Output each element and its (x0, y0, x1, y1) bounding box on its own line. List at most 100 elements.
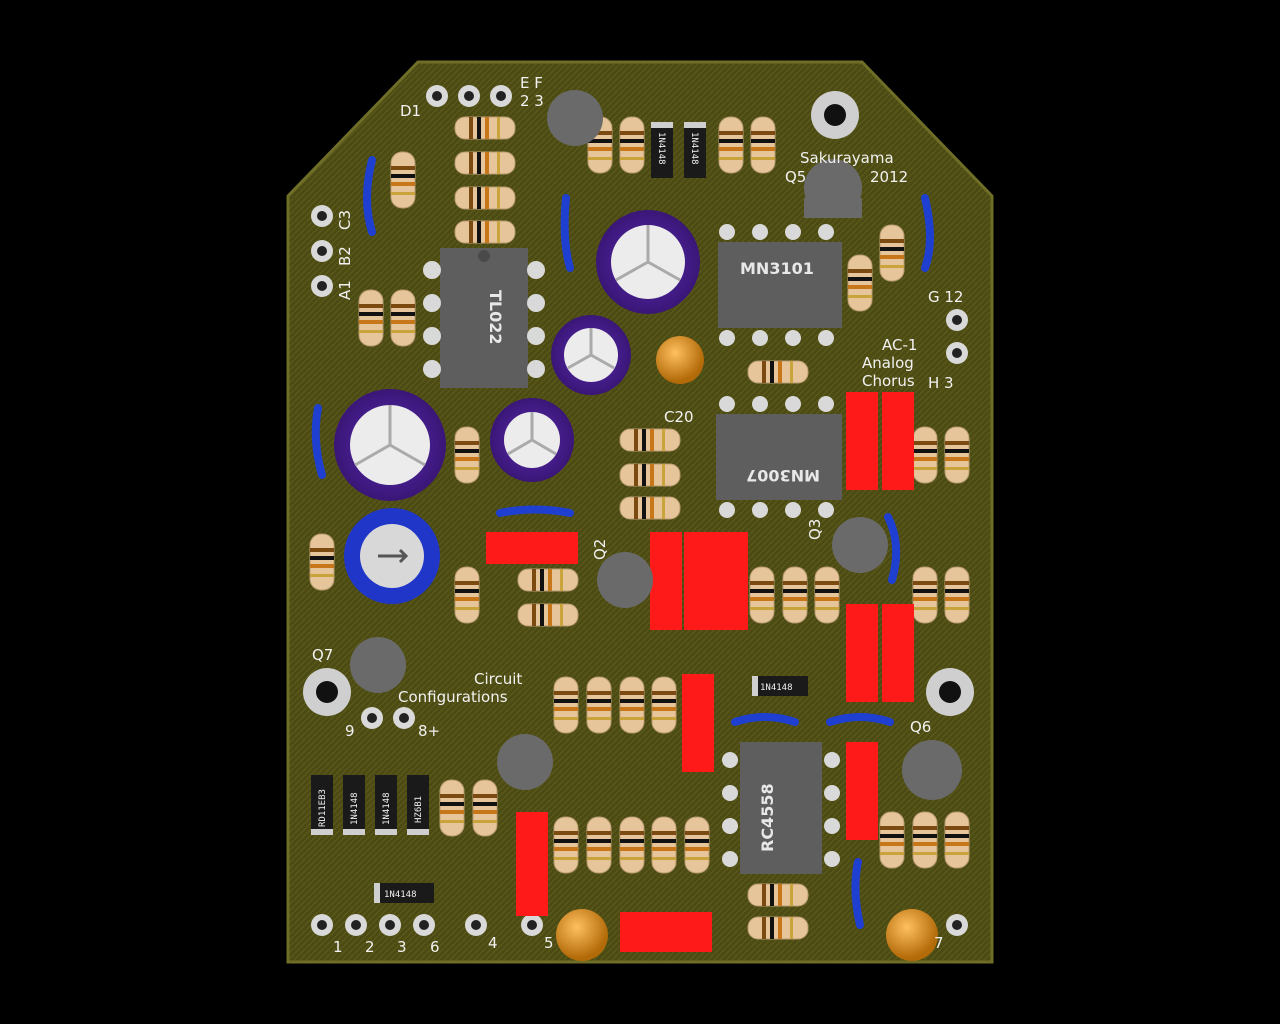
ceramic-cap (656, 336, 704, 384)
connector-pads-left (311, 205, 333, 297)
resistor (747, 360, 809, 384)
diode-d-low1: RD11EB3 (311, 775, 333, 835)
pad-label-8: 8+ (418, 722, 440, 740)
pad-label-4: 4 (488, 934, 498, 952)
resistor (912, 426, 938, 484)
resistor (454, 566, 480, 624)
ref-q3: Q3 (806, 519, 824, 540)
resistor (749, 566, 775, 624)
transistor-q6 (902, 740, 962, 800)
resistor (517, 568, 579, 592)
resistor (684, 816, 710, 874)
resistor (454, 186, 516, 210)
mounting-hole (926, 668, 974, 716)
jumper (311, 156, 934, 929)
ref-c20: C20 (664, 408, 694, 426)
transistor-q2 (597, 552, 653, 608)
resistor (358, 289, 384, 347)
diode-label: HZ6B1 (414, 796, 424, 823)
ic-label: MN3101 (740, 259, 814, 278)
ref-ef-nums: 2 3 (520, 92, 544, 110)
resistor (718, 116, 744, 174)
diode-d-low4: HZ6B1 (407, 775, 429, 835)
electrolytic-cap (596, 210, 700, 314)
pad-label-9: 9 (345, 722, 355, 740)
transistor-q3 (832, 517, 888, 573)
resistor (747, 883, 809, 907)
resistor (619, 816, 645, 874)
resistor (879, 224, 905, 282)
transistor (547, 90, 603, 146)
electrolytic-cap (490, 398, 574, 482)
resistor (944, 566, 970, 624)
ceramic-cap (886, 909, 938, 961)
resistor (439, 779, 465, 837)
resistor (309, 533, 335, 591)
diode-label: 1N4148 (382, 792, 392, 825)
ref-d1: D1 (400, 102, 421, 120)
ref-a1: A1 (336, 280, 354, 300)
film-cap (486, 392, 914, 952)
electrolytic-cap (551, 315, 631, 395)
product-line1: AC-1 (882, 336, 917, 354)
credit-text: Sakurayama (800, 149, 894, 167)
pad-label-3: 3 (397, 938, 407, 956)
transistor-q7 (350, 637, 406, 693)
diode-label: 1N4148 (350, 792, 360, 825)
electrolytic-cap (334, 389, 446, 501)
diode-label: 1N4148 (384, 890, 417, 900)
ic-label: RC4558 (758, 783, 777, 852)
resistor (619, 116, 645, 174)
resistor (517, 603, 579, 627)
resistor (879, 811, 905, 869)
resistor (847, 254, 873, 312)
ceramic-cap (556, 909, 608, 961)
ref-q2: Q2 (591, 539, 609, 560)
pad-label-6: 6 (430, 938, 440, 956)
diode-d-mid: 1N4148 (752, 676, 808, 696)
ref-q5: Q5 (785, 168, 806, 186)
transistor (497, 734, 553, 790)
diode-d-low3: 1N4148 (375, 775, 397, 835)
resistor (553, 676, 579, 734)
resistor (747, 916, 809, 940)
config-line1: Circuit (474, 670, 522, 688)
product-line2: Analog (862, 354, 914, 372)
pad-label-2: 2 (365, 938, 375, 956)
ref-b2: B2 (336, 246, 354, 266)
mounting-hole (811, 91, 859, 139)
diode-label: 1N4148 (689, 132, 699, 165)
resistor (454, 220, 516, 244)
diode-label: 1N4148 (656, 132, 666, 165)
ic-label: MN3007 (746, 466, 820, 485)
resistor (750, 116, 776, 174)
resistor (912, 566, 938, 624)
resistor (619, 676, 645, 734)
resistor (782, 566, 808, 624)
resistor (651, 676, 677, 734)
ref-ef: E F (520, 74, 543, 92)
config-line2: Configurations (398, 688, 508, 706)
mounting-hole (303, 668, 351, 716)
resistor (912, 811, 938, 869)
resistor (651, 816, 677, 874)
resistor (472, 779, 498, 837)
resistor (454, 151, 516, 175)
resistor (944, 426, 970, 484)
diode-d-bottom: 1N4148 (374, 883, 434, 903)
resistor (454, 426, 480, 484)
resistor (944, 811, 970, 869)
connector-pads-top (426, 85, 512, 107)
diode-d-top2: 1N4148 (684, 122, 706, 178)
transistor-q5 (804, 159, 862, 218)
diode-label: RD11EB3 (318, 789, 328, 827)
diode-d-low2: 1N4148 (343, 775, 365, 835)
resistor (390, 151, 416, 209)
resistor (619, 428, 681, 452)
ref-c3: C3 (336, 210, 354, 230)
ic-label: TL022 (486, 290, 505, 345)
ic-tl022: TL022 (423, 248, 545, 388)
ic-rc4558: RC4558 (722, 742, 840, 874)
resistor (553, 816, 579, 874)
